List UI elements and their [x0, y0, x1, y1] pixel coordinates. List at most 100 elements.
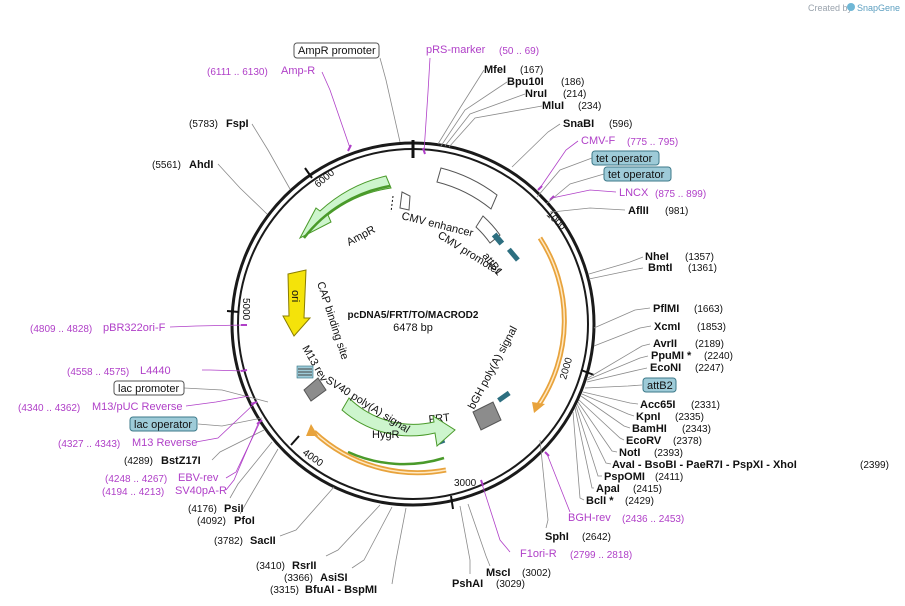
enzyme-rsrii[interactable]: RsrII — [292, 560, 316, 572]
primer-ebv-rev-pos: (4248 .. 4267) — [105, 474, 167, 485]
enzyme-ecorv[interactable]: EcoRV — [626, 435, 662, 447]
box-tet-operator-2[interactable] — [603, 166, 672, 182]
label-tet-operator-1: tet operator — [596, 153, 653, 165]
primer-sv40pa-r[interactable]: SV40pA-R — [175, 485, 227, 497]
primer-pbr322ori-f[interactable]: pBR322ori-F — [103, 322, 166, 334]
enzyme-avai-xhoi[interactable]: AvaI - BsoBI - PaeR7I - PspXI - XhoI — [612, 459, 797, 471]
ampr-signal-dash — [390, 195, 394, 213]
tick-label-5000: 5000 — [240, 298, 251, 321]
enzyme-econi[interactable]: EcoNI — [650, 362, 681, 374]
enzyme-xcmi[interactable]: XcmI — [654, 321, 680, 333]
enzyme-msci[interactable]: MscI — [486, 567, 510, 579]
enzyme-pspomi-pos: (2411) — [655, 472, 683, 483]
enzyme-snabi[interactable]: SnaBI — [563, 118, 594, 130]
orf-arc-bottom-head — [306, 424, 318, 436]
enzyme-pflmi-pos: (1663) — [694, 304, 723, 315]
hygr-orf-line — [347, 450, 445, 466]
enzyme-asisi[interactable]: AsiSI — [320, 572, 348, 584]
orf-arc-right-head — [532, 402, 545, 413]
enzyme-bfuai-bspmi[interactable]: BfuAI - BspMI — [305, 584, 377, 596]
enzyme-pshai[interactable]: PshAI — [452, 578, 483, 590]
enzyme-kpni[interactable]: KpnI — [636, 411, 660, 423]
feature-cmv-enhancer[interactable] — [436, 167, 498, 210]
enzyme-rsrii-pos: (3410) — [256, 561, 285, 572]
primer-cmv-f[interactable]: CMV-F — [581, 135, 616, 147]
enzyme-sacii-pos: (3782) — [214, 536, 243, 547]
primer-f1ori-r[interactable]: F1ori-R — [520, 548, 557, 560]
primer-m13-reverse[interactable]: M13 Reverse — [132, 437, 197, 449]
primer-m13-puc-reverse-pos: (4340 .. 4362) — [18, 403, 80, 414]
enzyme-pfoi[interactable]: PfoI — [234, 515, 255, 527]
enzyme-pshai-pos: (3029) — [496, 579, 525, 590]
enzyme-nrui[interactable]: NruI — [525, 88, 547, 100]
attb1-mark[interactable] — [506, 247, 520, 262]
primer-ebv-rev[interactable]: EBV-rev — [178, 472, 219, 484]
tick-label-3000: 3000 — [454, 478, 477, 489]
enzyme-nhei[interactable]: NheI — [645, 251, 669, 263]
feature-ori-arrow[interactable] — [282, 269, 312, 337]
enzyme-msci-pos: (3002) — [522, 568, 551, 579]
enzyme-bamhi[interactable]: BamHI — [632, 423, 667, 435]
box-lac-promoter[interactable] — [113, 380, 185, 396]
enzyme-bpu10i-pos: (186) — [561, 77, 584, 88]
credit-prefix: Created by — [808, 3, 853, 13]
tick-label-4000: 4000 — [300, 447, 325, 469]
enzyme-nhei-pos: (1357) — [685, 252, 714, 263]
primer-m13-puc-reverse[interactable]: M13/pUC Reverse — [92, 401, 182, 413]
label-lac-promoter: lac promoter — [118, 383, 179, 395]
enzyme-pflmi[interactable]: PflMI — [653, 303, 679, 315]
enzyme-bpu10i[interactable]: Bpu10I — [507, 76, 544, 88]
enzyme-acc65i[interactable]: Acc65I — [640, 399, 675, 411]
box-attb2[interactable] — [642, 377, 677, 393]
enzyme-avrii[interactable]: AvrII — [653, 338, 677, 350]
enzyme-ppumi[interactable]: PpuMI * — [651, 350, 692, 362]
credit-brand: SnapGene — [857, 3, 900, 13]
enzyme-kpni-pos: (2335) — [675, 412, 704, 423]
enzyme-noti[interactable]: NotI — [619, 447, 640, 459]
primer-l4440[interactable]: L4440 — [140, 365, 171, 377]
feature-label-cap-binding-site: CAP binding site — [314, 280, 350, 361]
attb2-mark[interactable] — [497, 390, 511, 403]
enzyme-mlui[interactable]: MluI — [542, 100, 564, 112]
box-ampr-promoter[interactable] — [293, 42, 380, 59]
enzyme-ahdi[interactable]: AhdI — [189, 159, 213, 171]
feature-hygr-arrow[interactable] — [341, 397, 456, 447]
primer-amp-r[interactable]: Amp-R — [281, 65, 315, 77]
primer-prs-marker[interactable]: pRS-marker — [426, 44, 486, 56]
feature-label-ampr: AmpR — [345, 224, 378, 249]
feature-bgh-polya[interactable] — [472, 401, 502, 431]
label-tet-operator-2: tet operator — [608, 169, 665, 181]
enzyme-apai[interactable]: ApaI — [596, 483, 620, 495]
primer-l4440-pos: (4558 .. 4575) — [67, 367, 129, 378]
enzyme-sacii[interactable]: SacII — [250, 535, 276, 547]
enzyme-noti-pos: (2393) — [654, 448, 683, 459]
enzyme-pspomi[interactable]: PspOMI — [604, 471, 645, 483]
enzyme-mfei[interactable]: MfeI — [484, 64, 506, 76]
enzyme-bcli[interactable]: BclI * — [586, 495, 614, 507]
primer-f1ori-r-pos: (2799 .. 2818) — [570, 550, 632, 561]
label-lac-operator: lac operator — [134, 419, 192, 431]
enzyme-bstz17i[interactable]: BstZ17I — [161, 455, 201, 467]
box-lac-operator[interactable] — [129, 416, 198, 432]
primer-lncx[interactable]: LNCX — [619, 187, 649, 199]
enzyme-asisi-pos: (3366) — [284, 573, 313, 584]
feature-grey-box-left[interactable] — [303, 377, 327, 402]
enzyme-fspi[interactable]: FspI — [226, 118, 249, 130]
feature-ampr-arrow[interactable] — [298, 175, 392, 240]
enzyme-ahdi-pos: (5561) — [152, 160, 181, 171]
primer-m13-reverse-pos: (4327 .. 4343) — [58, 439, 120, 450]
enzyme-aflii[interactable]: AflII — [628, 205, 649, 217]
tet-operator-mark[interactable] — [491, 232, 505, 246]
enzyme-sphi[interactable]: SphI — [545, 531, 569, 543]
ampr-promoter-arrow[interactable] — [399, 191, 411, 211]
primer-bgh-rev[interactable]: BGH-rev — [568, 512, 611, 524]
primer-bgh-rev-pos: (2436 .. 2453) — [622, 514, 684, 525]
enzyme-sphi-pos: (2642) — [582, 532, 611, 543]
box-tet-operator-1[interactable] — [591, 150, 660, 166]
enzyme-nrui-pos: (214) — [563, 89, 586, 100]
feature-label-bgh-polya: bGH poly(A) signal — [466, 324, 520, 411]
label-attb2: attB2 — [647, 380, 673, 392]
orf-arc-bottom-inner — [313, 431, 447, 474]
enzyme-bmti[interactable]: BmtI — [648, 262, 672, 274]
enzyme-psii[interactable]: PsiI — [224, 503, 244, 515]
